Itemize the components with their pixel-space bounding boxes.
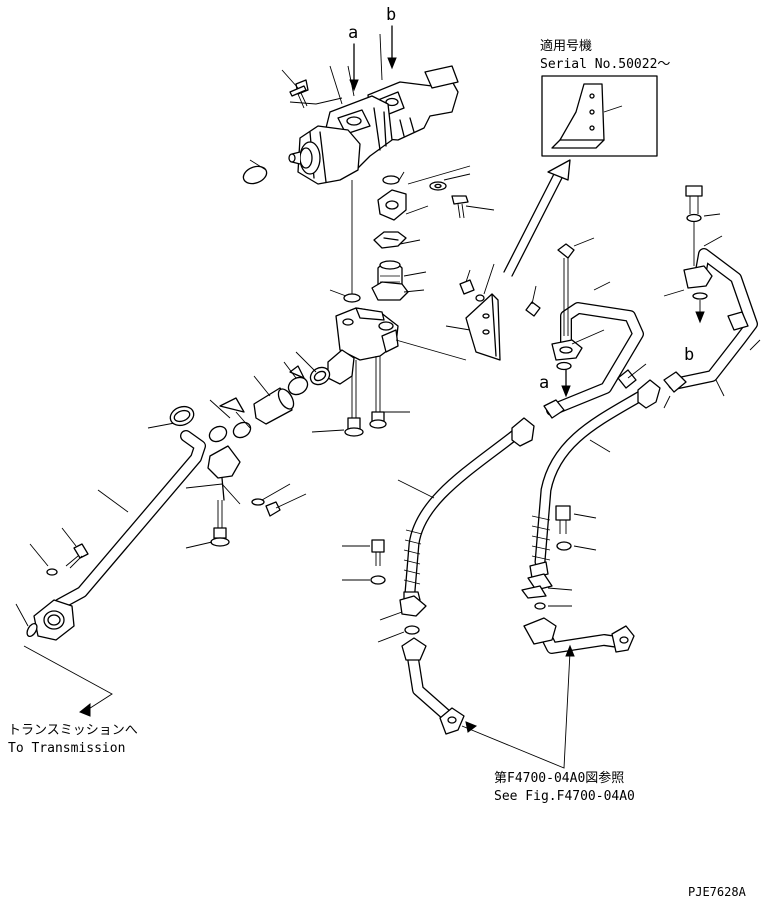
hydraulic-hose-right: [527, 379, 661, 591]
pump-leaders: [249, 33, 383, 171]
suction-pipe: [15, 405, 206, 641]
to-transmission-callout: トランスミッションへ To Transmission: [8, 645, 138, 756]
see-fig-callout: 第F4700-04A0図参照 See Fig.F4700-04A0: [461, 644, 635, 804]
serial-jp: 適用号機: [540, 38, 592, 54]
hydraulic-hose-left: [397, 417, 535, 617]
support-bracket: [445, 263, 541, 361]
callout-b-top: b: [386, 5, 397, 70]
hydraulic-pump-assembly: [242, 65, 459, 185]
serial-inset: 適用号機 Serial No.50022～: [503, 38, 670, 277]
see-fig-jp: 第F4700-04A0図参照: [494, 770, 624, 786]
suction-flange-bolt: [29, 527, 89, 576]
callout-a-mid-label: a: [539, 373, 549, 393]
suction-stack: [329, 165, 471, 303]
hose-flange-bolts: [342, 505, 597, 643]
delivery-tube-a: a: [539, 237, 647, 419]
lower-tube-right: [523, 617, 635, 654]
suction-hose-set: [147, 349, 355, 443]
callout-a-top-label: a: [348, 23, 358, 43]
pump-bolt: [289, 79, 309, 109]
see-fig-en: See Fig.F4700-04A0: [494, 789, 635, 804]
flange-bolt-set: [429, 173, 495, 219]
callout-b-mid-label: b: [684, 345, 694, 365]
to-transmission-en: To Transmission: [8, 741, 125, 756]
delivery-tube-b: b: [663, 185, 761, 409]
callout-a-top: a: [348, 23, 359, 92]
lower-tube-left: [401, 637, 465, 735]
suction-pipe-bracket: [185, 445, 307, 549]
to-transmission-jp: トランスミッションへ: [8, 723, 138, 738]
drawing-code: PJE7628A: [688, 885, 747, 899]
callout-b-top-label: b: [386, 5, 396, 25]
serial-en: Serial No.50022～: [540, 57, 670, 72]
